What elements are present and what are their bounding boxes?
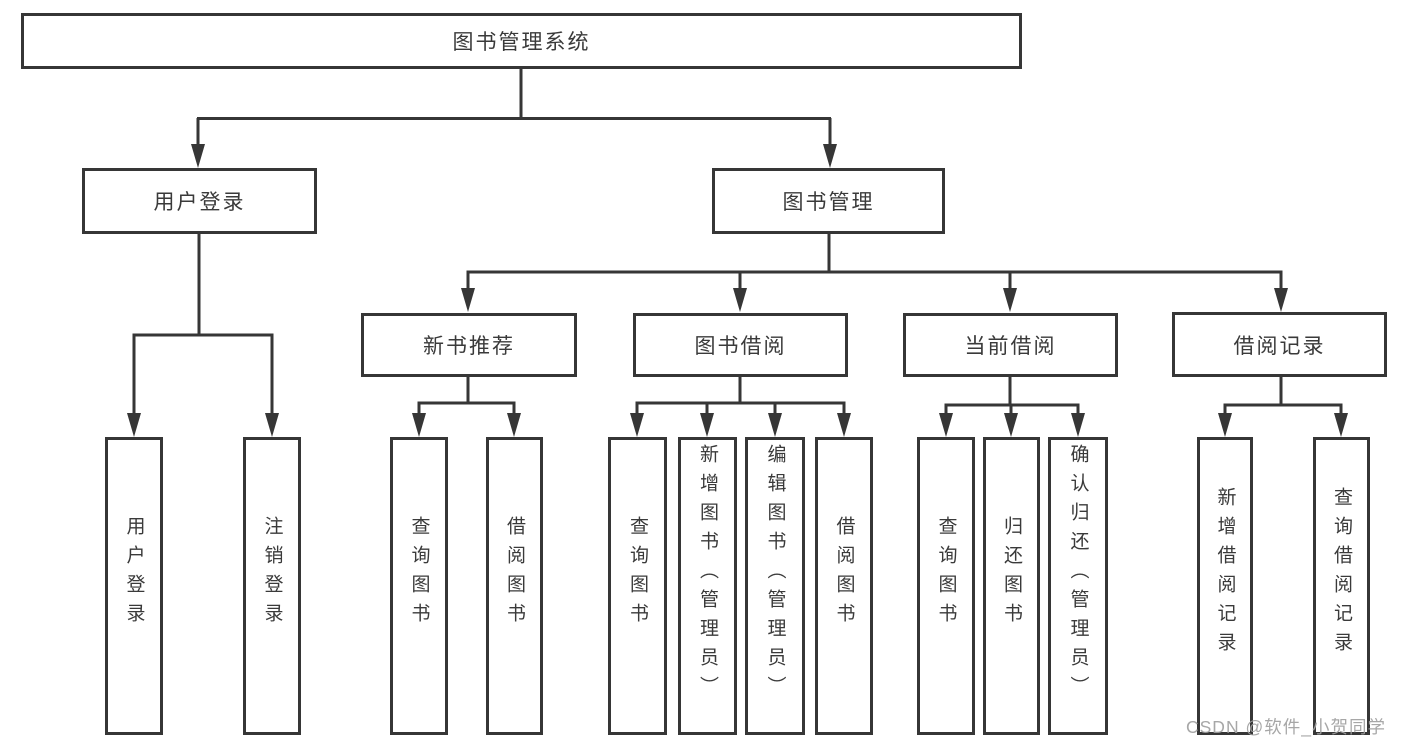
leaf-user-login: 用户登录 (105, 437, 163, 735)
leaf-borrow-edit-books-admin: 编辑图书（管理员） (745, 437, 805, 735)
leaf-borrow-borrow-books: 借阅图书 (815, 437, 873, 735)
leaf-recommend-query-books: 查询图书 (390, 437, 448, 735)
leaf-current-return-books: 归还图书 (983, 437, 1040, 735)
leaf-borrow-query-books: 查询图书 (608, 437, 667, 735)
node-user-login: 用户登录 (82, 168, 317, 234)
leaf-records-add-borrow-record: 新增借阅记录 (1197, 437, 1253, 735)
leaf-logout: 注销登录 (243, 437, 301, 735)
leaf-recommend-borrow-books: 借阅图书 (486, 437, 543, 735)
leaf-current-confirm-return-admin: 确认归还（管理员） (1048, 437, 1108, 735)
node-book-borrow: 图书借阅 (633, 313, 848, 377)
leaf-current-query-books: 查询图书 (917, 437, 975, 735)
leaf-borrow-add-books-admin: 新增图书（管理员） (678, 437, 737, 735)
arrowheads (127, 144, 1348, 437)
csdn-watermark: CSDN @软件_小贺同学 (1186, 717, 1386, 737)
node-root-library-management-system: 图书管理系统 (21, 13, 1022, 69)
node-borrow-records: 借阅记录 (1172, 312, 1387, 377)
node-new-book-recommend: 新书推荐 (361, 313, 577, 377)
leaf-records-query-borrow-record: 查询借阅记录 (1313, 437, 1370, 735)
node-book-management: 图书管理 (712, 168, 945, 234)
node-current-borrow: 当前借阅 (903, 313, 1118, 377)
